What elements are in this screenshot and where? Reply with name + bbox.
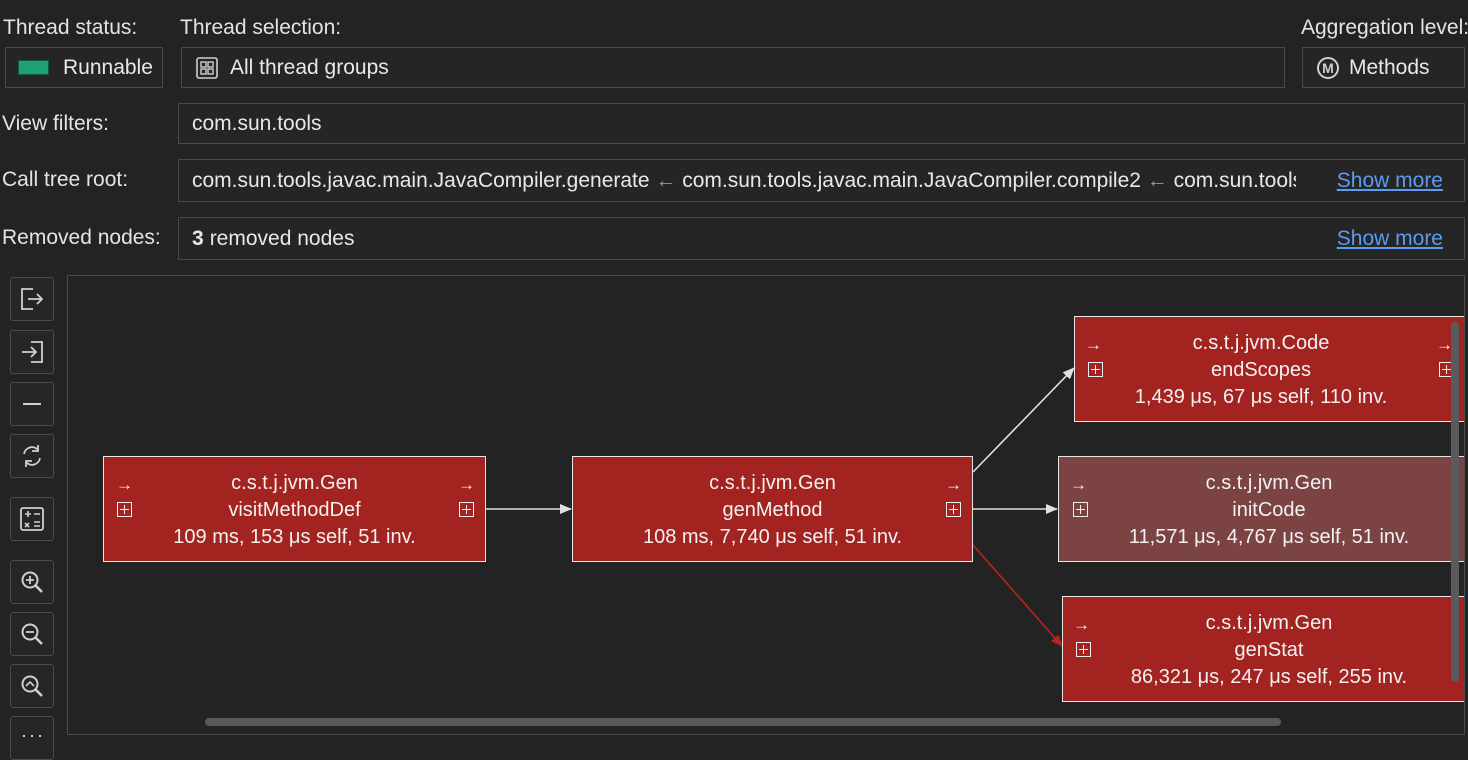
- node-class: c.s.t.j.jvm.Gen: [1205, 612, 1333, 634]
- view-filters-value: com.sun.tools: [192, 111, 322, 135]
- arrow-out-icon: →: [1436, 335, 1453, 354]
- removed-nodes-show-more-link[interactable]: Show more: [1336, 226, 1443, 250]
- export-icon: [21, 288, 44, 310]
- node-method: visitMethodDef: [228, 499, 361, 521]
- call-tree-show-more-link[interactable]: Show more: [1336, 168, 1443, 192]
- more-tools-button[interactable]: [10, 716, 54, 760]
- removed-nodes-text: removed nodes: [209, 226, 355, 250]
- graph-node-genStat[interactable]: → c.s.t.j.jvm.Gen genStat 86,321 μs, 247…: [1062, 596, 1464, 702]
- expand-icon[interactable]: [459, 502, 474, 517]
- expand-icon[interactable]: [1073, 502, 1088, 517]
- zoom-out-icon: [21, 623, 43, 645]
- node-method: endScopes: [1210, 359, 1312, 381]
- graph-node-endScopes[interactable]: → → c.s.t.j.jvm.Code endScopes 1,439 μs,…: [1074, 316, 1464, 422]
- more-icon: [23, 735, 41, 737]
- refresh-icon: [23, 445, 41, 467]
- zoom-in-icon: [21, 571, 43, 593]
- call-graph-canvas[interactable]: → → c.s.t.j.jvm.Gen visitMethodDef 109 m…: [67, 275, 1465, 735]
- arrow-out-icon: →: [458, 475, 475, 494]
- calculator-icon: [20, 507, 44, 531]
- calculator-button[interactable]: [10, 497, 54, 541]
- node-method: initCode: [1232, 499, 1306, 521]
- aggregation-label: Aggregation level:: [1301, 16, 1468, 39]
- arrow-in-icon: →: [1073, 615, 1090, 634]
- vertical-scrollbar[interactable]: [1451, 322, 1459, 682]
- node-stats: 109 ms, 153 μs self, 51 inv.: [173, 526, 416, 548]
- aggregation-dropdown[interactable]: M Methods: [1302, 47, 1465, 88]
- expand-icon[interactable]: [1088, 362, 1103, 377]
- node-class: c.s.t.j.jvm.Gen: [709, 472, 836, 494]
- graph-node-visitMethodDef[interactable]: → → c.s.t.j.jvm.Gen visitMethodDef 109 m…: [103, 456, 486, 562]
- zoom-reset-icon: [21, 675, 43, 697]
- call-tree-root-path: com.sun.tools.javac.main.JavaCompiler.ge…: [192, 169, 1296, 193]
- arrow-in-icon: →: [116, 475, 133, 494]
- arrow-in-icon: →: [1085, 335, 1102, 354]
- view-filters-label: View filters:: [2, 112, 109, 135]
- zoom-out-button[interactable]: [10, 612, 54, 656]
- thread-status-label: Thread status:: [3, 16, 138, 39]
- collapse-icon: [23, 403, 41, 405]
- arrow-in-icon: →: [1070, 475, 1087, 494]
- call-graph-edges: [486, 367, 1075, 647]
- collapse-button[interactable]: [10, 382, 54, 426]
- node-class: c.s.t.j.jvm.Code: [1192, 332, 1330, 354]
- arrow-out-icon: →: [945, 475, 962, 494]
- export-button[interactable]: [10, 277, 54, 321]
- expand-icon[interactable]: [117, 502, 132, 517]
- graph-node-initCode[interactable]: → c.s.t.j.jvm.Gen initCode 11,571 μs, 4,…: [1058, 456, 1464, 562]
- import-icon: [22, 341, 43, 363]
- graph-node-genMethod[interactable]: → c.s.t.j.jvm.Gen genMethod 108 ms, 7,74…: [572, 456, 973, 562]
- zoom-in-button[interactable]: [10, 560, 54, 604]
- node-stats: 11,571 μs, 4,767 μs self, 51 inv.: [1128, 526, 1410, 548]
- expand-icon[interactable]: [946, 502, 961, 517]
- grid-icon: [196, 56, 218, 79]
- node-stats: 1,439 μs, 67 μs self, 110 inv.: [1134, 386, 1388, 408]
- thread-selection-label: Thread selection:: [180, 16, 342, 39]
- node-method: genStat: [1234, 639, 1304, 661]
- root-frame-1: com.sun.tools.javac.main.JavaCompiler.ge…: [192, 168, 650, 192]
- thread-selection-value: All thread groups: [230, 55, 389, 79]
- zoom-reset-button[interactable]: [10, 664, 54, 708]
- refresh-button[interactable]: [10, 434, 54, 478]
- aggregation-value: Methods: [1349, 55, 1430, 79]
- node-class: c.s.t.j.jvm.Gen: [231, 472, 358, 494]
- methods-icon: M: [1317, 56, 1339, 79]
- node-stats: 86,321 μs, 247 μs self, 255 inv.: [1130, 666, 1408, 688]
- import-button[interactable]: [10, 330, 54, 374]
- removed-nodes-field: 3 removed nodes Show more: [178, 217, 1465, 260]
- root-frame-3: com.sun.tools.javac.main.JavaCompiler.co…: [1173, 168, 1296, 192]
- view-filters-input[interactable]: com.sun.tools: [178, 103, 1465, 144]
- runnable-swatch-icon: [18, 60, 49, 75]
- removed-nodes-count: 3: [192, 226, 204, 250]
- root-separator: ←: [1140, 168, 1174, 192]
- root-separator: ←: [649, 168, 683, 192]
- node-class: c.s.t.j.jvm.Gen: [1205, 472, 1333, 494]
- expand-icon[interactable]: [1076, 642, 1091, 657]
- node-stats: 108 ms, 7,740 μs self, 51 inv.: [642, 526, 903, 548]
- edge-genMethod-endScopes: [972, 367, 1075, 473]
- edge-genMethod-genStat: [972, 544, 1063, 647]
- root-frame-2: com.sun.tools.javac.main.JavaCompiler.co…: [682, 168, 1141, 192]
- node-method: genMethod: [722, 499, 823, 521]
- horizontal-scrollbar[interactable]: [205, 718, 1281, 726]
- thread-selection-dropdown[interactable]: All thread groups: [181, 47, 1285, 88]
- call-tree-root-label: Call tree root:: [2, 168, 129, 191]
- thread-status-dropdown[interactable]: Runnable: [5, 47, 163, 88]
- removed-nodes-label: Removed nodes:: [2, 226, 161, 249]
- thread-status-value: Runnable: [63, 55, 153, 79]
- call-tree-root-field: com.sun.tools.javac.main.JavaCompiler.ge…: [178, 159, 1465, 202]
